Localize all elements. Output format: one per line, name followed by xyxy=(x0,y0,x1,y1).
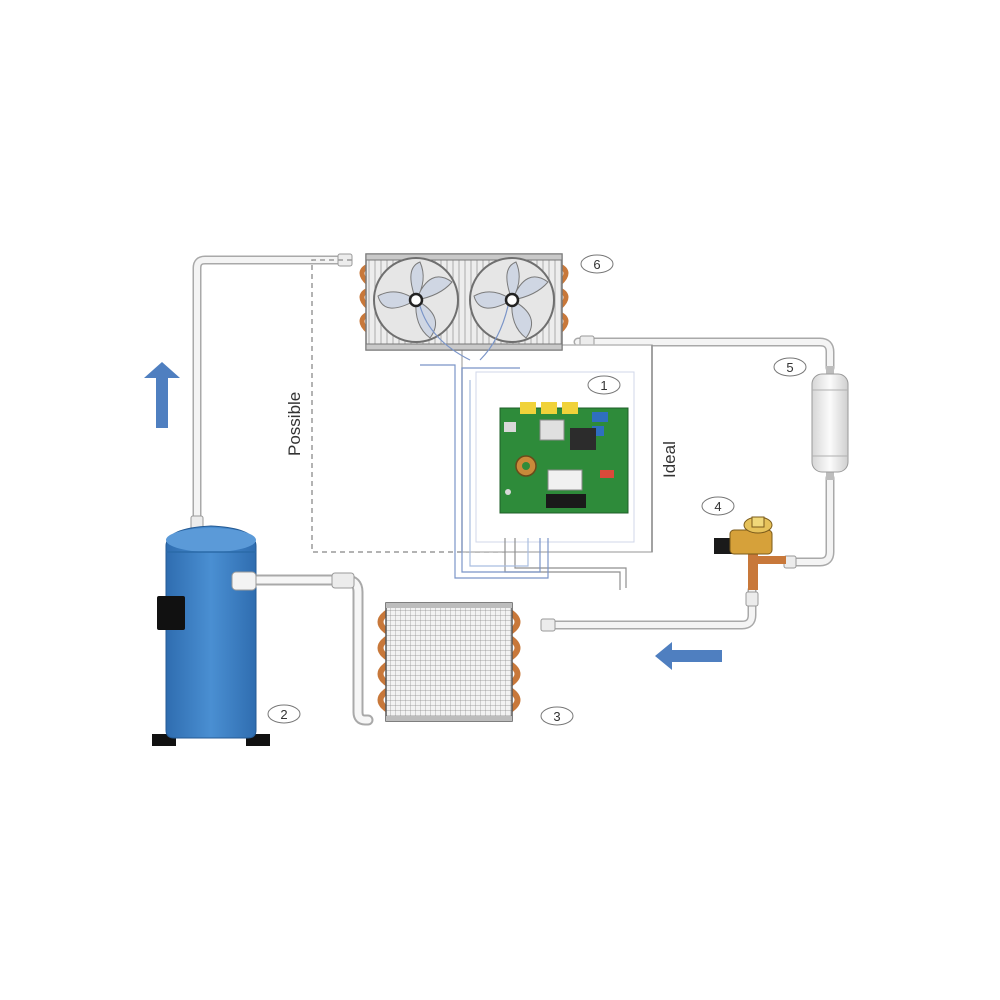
marker-6: 6 xyxy=(580,254,614,274)
possible-label: Possible xyxy=(285,392,304,456)
marker-2: 2 xyxy=(267,704,301,724)
condenser xyxy=(359,253,569,361)
fan-left-icon xyxy=(373,257,459,343)
svg-text:6: 6 xyxy=(593,257,600,272)
pipe-fittings xyxy=(190,253,797,632)
svg-text:1: 1 xyxy=(600,378,607,393)
svg-text:3: 3 xyxy=(553,709,560,724)
filter-drier xyxy=(811,366,849,480)
svg-text:2: 2 xyxy=(280,707,287,722)
svg-text:5: 5 xyxy=(786,360,793,375)
cable-bundle xyxy=(420,364,627,590)
fan-right-icon xyxy=(469,257,555,343)
expansion-valve xyxy=(714,516,786,590)
marker-3: 3 xyxy=(540,706,574,726)
compressor xyxy=(152,525,270,746)
ideal-label: Ideal xyxy=(660,441,679,478)
marker-1: 1 xyxy=(587,375,621,395)
arrow-left-icon xyxy=(655,642,722,670)
marker-4: 4 xyxy=(701,496,735,516)
arrow-up-icon xyxy=(144,362,180,428)
control-pcb xyxy=(499,402,629,514)
svg-text:4: 4 xyxy=(714,499,721,514)
evaporator xyxy=(377,602,521,722)
possible-route-line xyxy=(311,259,505,553)
marker-5: 5 xyxy=(773,357,807,377)
